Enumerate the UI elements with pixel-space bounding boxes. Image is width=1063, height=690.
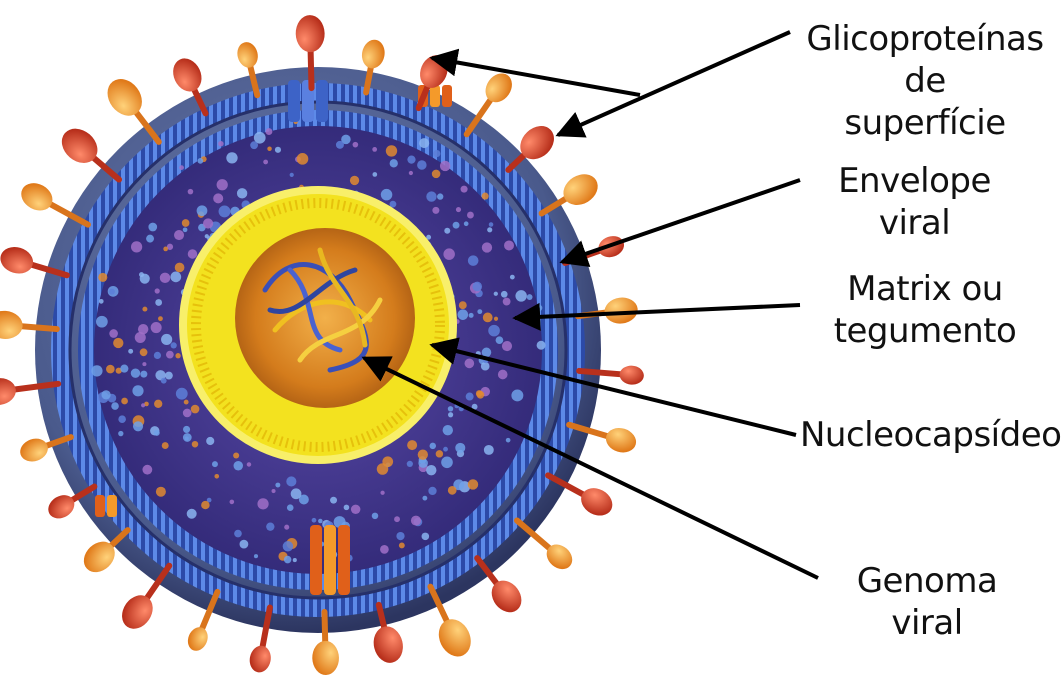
label-matrix: Matrix ou tegumento: [815, 268, 1035, 352]
label-genome: Genoma viral: [822, 560, 1032, 644]
arrow-glycoproteins-2: [558, 32, 790, 135]
label-glycoproteins: Glicoproteínas de superfície: [790, 18, 1060, 144]
label-matrix-line2: tegumento: [815, 310, 1035, 352]
label-glycoproteins-line1: Glicoproteínas de: [790, 18, 1060, 102]
capsid-core: [235, 228, 415, 408]
label-matrix-line1: Matrix ou: [815, 268, 1035, 310]
label-glycoproteins-line2: superfície: [790, 102, 1060, 144]
arrow-glycoproteins-1: [432, 58, 640, 95]
arrow-envelope: [562, 180, 800, 262]
label-envelope: Envelope viral: [802, 160, 1027, 244]
label-nucleocapsid: Nucleocapsídeo: [800, 414, 1055, 456]
